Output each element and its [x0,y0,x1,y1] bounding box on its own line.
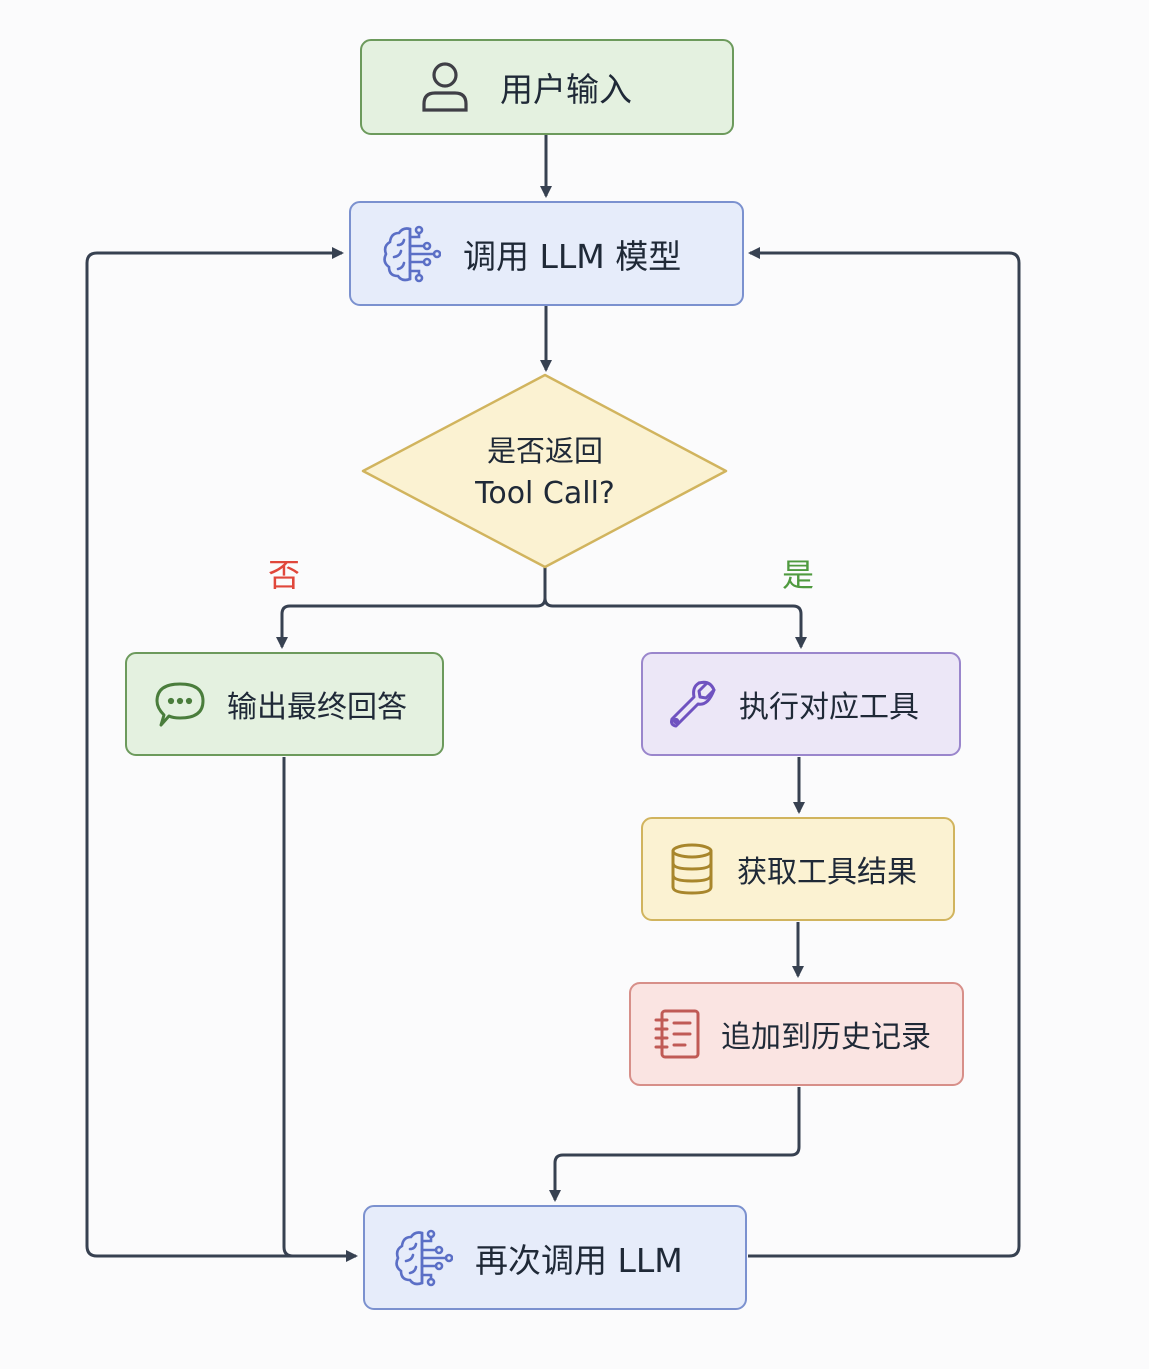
brain-circuit-icon [391,1227,453,1289]
call-llm-node: 调用 LLM 模型 [349,201,744,306]
user-icon [420,59,470,115]
tool-result-label: 获取工具结果 [737,855,917,890]
brain-circuit-icon [379,223,441,285]
decision-diamond [361,373,728,569]
arrow-loop-left [85,247,356,1258]
recall-llm-label: 再次调用 LLM [475,1240,683,1280]
decision-line-2: Tool Call? [475,476,615,511]
final-answer-label: 输出最终回答 [227,690,407,725]
tool-result-node: 获取工具结果 [641,817,955,921]
recall-llm-node: 再次调用 LLM [363,1205,747,1310]
user-input-node: 用户输入 [360,39,734,135]
append-history-node: 追加到历史记录 [629,982,964,1086]
arrow-decision-to-answer [276,566,547,649]
arrow-history-to-recall [549,1087,801,1202]
execute-tool-label: 执行对应工具 [739,690,919,725]
execute-tool-node: 执行对应工具 [641,652,961,756]
notebook-icon [653,1007,703,1061]
append-history-label: 追加到历史记录 [721,1020,931,1055]
user-input-label: 用户输入 [500,70,632,109]
wrench-icon [665,677,719,731]
chat-bubble-icon [153,677,207,731]
branch-label-yes: 是 [782,556,815,594]
arrow-answer-to-recall [282,757,358,1262]
arrow-loop-right [748,247,1021,1258]
database-icon [669,842,715,896]
decision-line-1: 是否返回 [486,434,603,468]
branch-label-no: 否 [268,556,301,594]
final-answer-node: 输出最终回答 [125,652,444,756]
call-llm-label: 调用 LLM 模型 [463,236,682,276]
arrow-decision-to-tool [543,597,807,649]
